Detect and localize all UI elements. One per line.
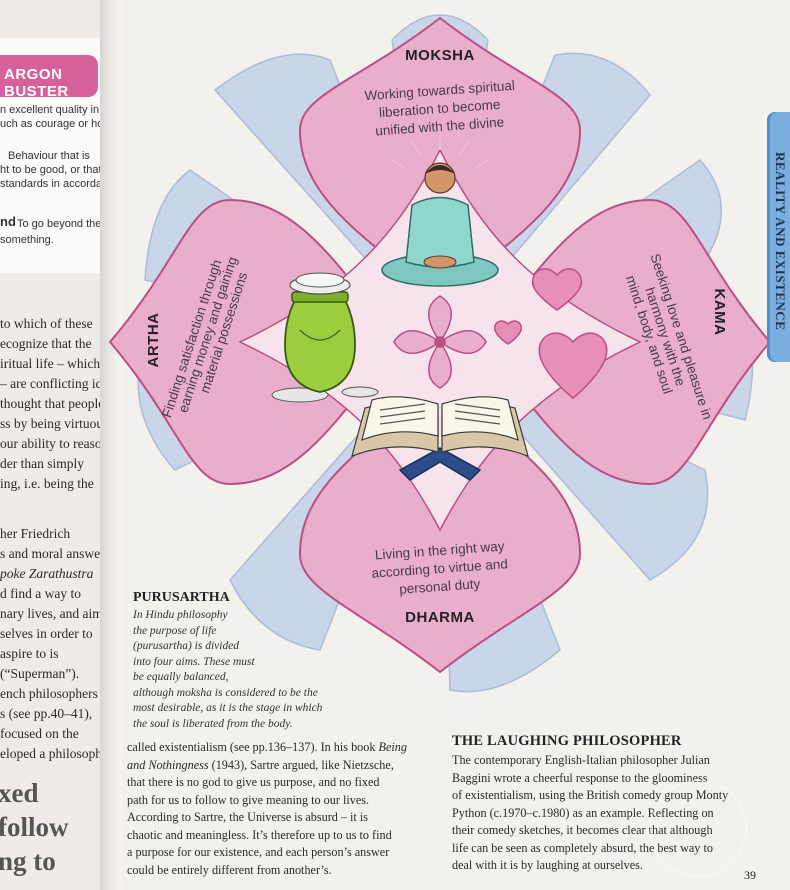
- jargon-line: standards in accordance: [0, 178, 108, 190]
- jargon-buster-title: ARGON BUSTER: [4, 66, 98, 100]
- body-text-line: chaotic and meaningless. It’s therefore …: [127, 827, 437, 845]
- caption-line: the soul is liberated from the body.: [133, 717, 313, 733]
- body-text-line: to which of these: [0, 316, 93, 332]
- watermark-seal: [650, 780, 747, 877]
- caption-line: In Hindu philosophy: [133, 608, 313, 624]
- body-text-line: and Nothingness (1943), Sartre argued, l…: [127, 757, 437, 775]
- jargon-line: To go beyond the range: [17, 218, 108, 230]
- body-text-line: d find a way to: [0, 586, 81, 602]
- caption-line: the purpose of life: [133, 624, 313, 640]
- body-text-line: a purpose for our existence, and each pe…: [127, 844, 437, 862]
- body-text-line: her Friedrich: [0, 526, 70, 542]
- book-title-italic: Being: [379, 740, 407, 754]
- kama-label: KAMA: [711, 289, 728, 336]
- caption-line: although moksha is considered to be the: [133, 686, 313, 702]
- body-text-line: ench philosophers: [0, 686, 98, 702]
- pull-quote-line: ng to: [0, 846, 56, 877]
- article-title: THE LAUGHING PHILOSOPHER: [452, 733, 772, 750]
- caption-title: PURUSARTHA: [133, 590, 313, 606]
- body-text-line: According to Sartre, the Universe is abs…: [127, 809, 437, 827]
- jargon-line: uch as courage or honesty: [0, 118, 108, 130]
- main-body-text: called existentialism (see pp.136–137). …: [127, 739, 437, 879]
- book-title-italic: and Nothingness: [127, 758, 209, 772]
- caption-line: (purusartha) is divided: [133, 639, 313, 655]
- body-text-line: (“Superman”).: [0, 666, 79, 682]
- body-text-line: eloped a philosophy: [0, 746, 108, 762]
- body-text-line: – are conflicting ideas: [0, 376, 108, 392]
- pull-quote-line: follow: [0, 812, 69, 843]
- body-text-line: poke Zarathustra: [0, 566, 93, 582]
- article-line: Baggini wrote a cheerful response to the…: [452, 770, 772, 788]
- body-text-line: thought that people: [0, 396, 104, 412]
- body-text-line: focused on the: [0, 726, 79, 742]
- body-text-line: selves in order to: [0, 626, 93, 642]
- moksha-label: MOKSHA: [405, 47, 475, 64]
- body-text-line: that there is no god to give us purpose,…: [127, 774, 437, 792]
- jargon-line: ht to be good, or that shows: [0, 164, 108, 176]
- caption-line: most desirable, as it is the stage in wh…: [133, 701, 313, 717]
- body-text-line: path for us to follow to give meaning to…: [127, 792, 437, 810]
- caption-line: be equally balanced,: [133, 670, 313, 686]
- jargon-line: n excellent quality in: [0, 104, 99, 116]
- jargon-term: nd: [0, 214, 16, 229]
- artha-label: ARTHA: [145, 313, 162, 368]
- jargon-line: something.: [0, 234, 54, 246]
- pull-quote-line: xed: [0, 778, 39, 809]
- body-text-line: our ability to reason.: [0, 436, 108, 452]
- body-text-line: der than simply: [0, 456, 84, 472]
- body-text-line: s and moral answers: [0, 546, 108, 562]
- jargon-buster-header: ARGON BUSTER: [0, 55, 98, 97]
- body-text-line: s (see pp.40–41),: [0, 706, 92, 722]
- jargon-line: Behaviour that is: [8, 150, 90, 162]
- body-text-line: ing, i.e. being the: [0, 476, 94, 492]
- body-text-run: (1943), Sartre argued, like Nietzsche,: [209, 758, 394, 772]
- body-text-line: iritual life – which: [0, 356, 100, 372]
- body-text-line: ss by being virtuous: [0, 416, 108, 432]
- article-line: The contemporary English-Italian philoso…: [452, 752, 772, 770]
- dharma-label: DHARMA: [405, 609, 475, 626]
- body-text-line: aspire to is: [0, 646, 59, 662]
- page-number: 39: [744, 868, 756, 883]
- body-text-run: called existentialism (see pp.136–137). …: [127, 740, 379, 754]
- body-text-line: could be entirely different from another…: [127, 862, 437, 880]
- diagram-caption: PURUSARTHA In Hindu philosophy the purpo…: [133, 590, 313, 732]
- caption-line: into four aims. These must: [133, 655, 313, 671]
- section-tab: REALITY AND EXISTENCE: [767, 112, 790, 362]
- body-text-line: ecognize that the: [0, 336, 91, 352]
- body-text-line: nary lives, and aim: [0, 606, 103, 622]
- section-tab-label: REALITY AND EXISTENCE: [772, 152, 788, 330]
- body-text-line: called existentialism (see pp.136–137). …: [127, 739, 437, 757]
- left-page: ARGON BUSTER n excellent quality in uch …: [0, 0, 108, 890]
